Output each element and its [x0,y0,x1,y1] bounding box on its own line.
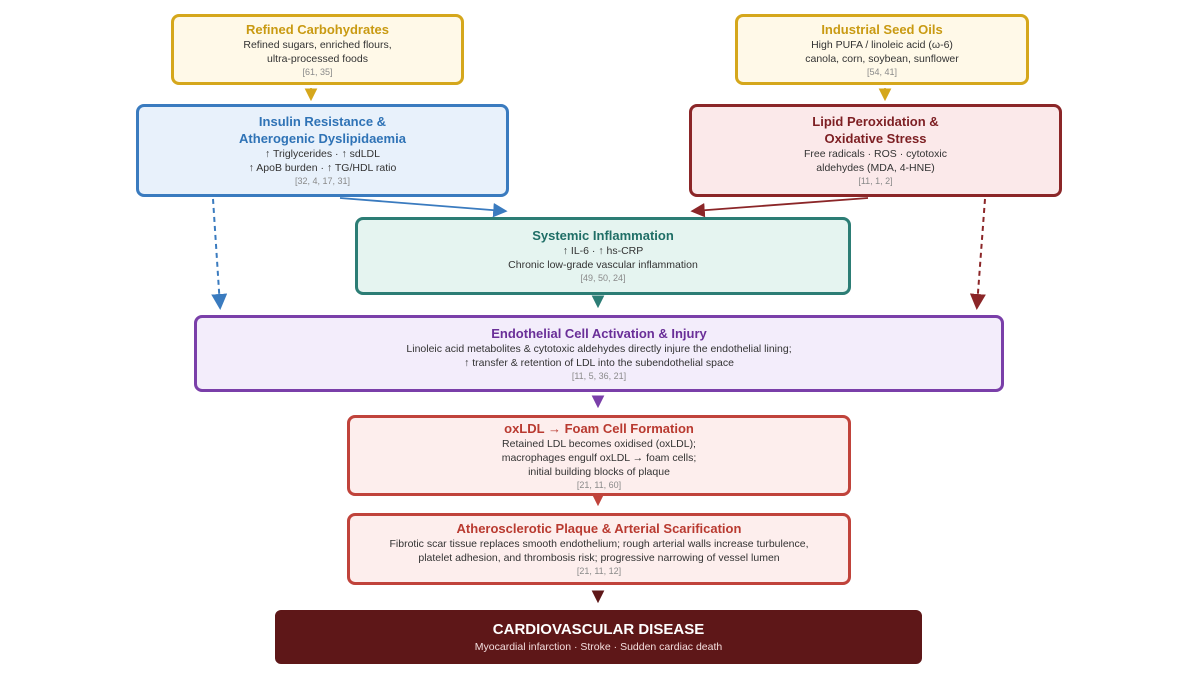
node-description: ↑ Triglycerides · ↑ sdLDL [265,148,380,160]
industrial-seed-oils-node: Industrial Seed Oils High PUFA / linolei… [735,14,1029,85]
systemic-inflammation-node: Systemic Inflammation ↑ IL-6 · ↑ hs-CRP … [355,217,851,295]
node-title: Atherosclerotic Plaque & Arterial Scarif… [456,521,742,536]
node-description: Refined sugars, enriched flours, [243,38,392,51]
node-description: ↑ transfer & retention of LDL into the s… [464,356,734,369]
node-references: [11, 5, 36, 21] [571,370,627,381]
node-title: Insulin Resistance & [258,114,387,129]
arrow-lipid-to-inflammation [690,197,869,218]
node-references: [21, 11, 12] [576,566,622,576]
arrow-insulin-to-endothelial-dashed [211,198,228,310]
node-references: [49, 50, 24] [580,273,626,283]
node-title: Industrial Seed Oils [821,21,943,37]
node-description: Retained LDL becomes oxidised (oxLDL); [502,437,696,450]
node-title: Refined Carbohydrates [245,21,390,37]
node-title: Atherogenic Dyslipidaemia [239,131,406,146]
node-description: canola, corn, soybean, sunflower [805,52,959,65]
node-description: Fibrotic scar tissue replaces smooth end… [389,538,809,550]
node-references: [11, 1, 2] [858,176,893,186]
node-references: [32, 4, 17, 31] [294,176,351,186]
node-title: Oxidative Stress [824,131,927,146]
foam-cell-formation-node: oxLDL → Foam Cell Formation Retained LDL… [347,415,851,496]
node-references: [54, 41] [866,66,898,77]
node-description: High PUFA / linoleic acid (ω-6) [811,38,953,51]
node-title: Systemic Inflammation [532,228,674,243]
node-description: Myocardial infarction · Stroke · Sudden … [474,641,723,653]
node-description: Free radicals · ROS · cytotoxic [804,148,947,160]
node-title: Lipid Peroxidation & [812,114,939,129]
lipid-peroxidation-node: Lipid Peroxidation & Oxidative Stress Fr… [689,104,1062,197]
node-title: Endothelial Cell Activation & Injury [491,325,707,341]
refined-carbohydrates-node: Refined Carbohydrates Refined sugars, en… [171,14,464,85]
node-title: oxLDL → Foam Cell Formation [504,420,694,436]
node-description: aldehydes (MDA, 4-HNE) [816,162,935,174]
endothelial-activation-node: Endothelial Cell Activation & Injury Lin… [194,315,1004,392]
node-references: [21, 11, 60] [576,479,622,490]
cardiovascular-disease-node: CARDIOVASCULAR DISEASE Myocardial infarc… [275,610,922,664]
node-description: Chronic low-grade vascular inflammation [508,259,698,271]
node-references: [61, 35] [302,66,333,77]
node-title: CARDIOVASCULAR DISEASE [492,621,705,638]
node-description: platelet adhesion, and thrombosis risk; … [418,552,780,564]
arrow-lipid-to-endothelial-dashed [969,198,986,310]
atherosclerotic-plaque-node: Atherosclerotic Plaque & Arterial Scarif… [347,513,851,585]
node-description: Linoleic acid metabolites & cytotoxic al… [406,342,792,355]
node-description: initial building blocks of plaque [528,465,670,478]
node-description: ↑ IL-6 · ↑ hs-CRP [562,245,644,257]
node-description: ↑ ApoB burden · ↑ TG/HDL ratio [248,162,397,174]
insulin-resistance-node: Insulin Resistance & Atherogenic Dyslipi… [136,104,509,197]
arrow-insulin-to-inflammation [339,197,508,218]
node-description: ultra-processed foods [267,52,368,65]
node-description: macrophages engulf oxLDL → foam cells; [501,451,697,464]
